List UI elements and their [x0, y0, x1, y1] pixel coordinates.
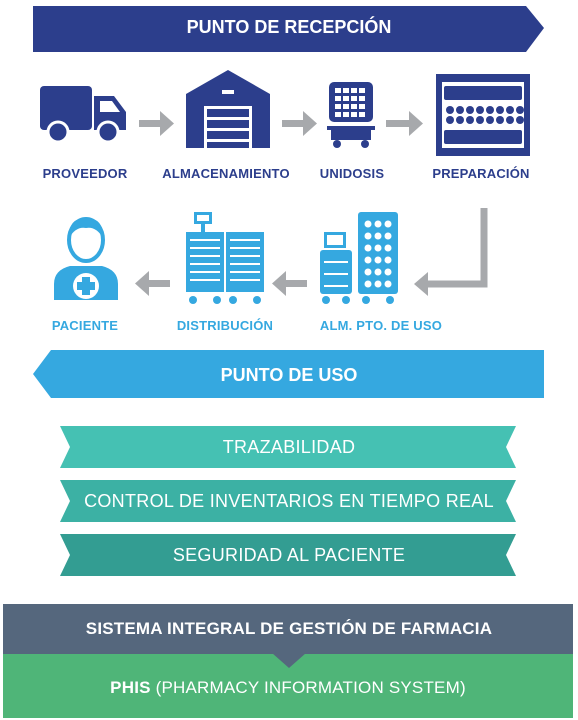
benefit-ribbon-1 — [60, 426, 516, 468]
phis-full-name: (PHARMACY INFORMATION SYSTEM) — [150, 678, 466, 697]
benefit-control-inventarios: CONTROL DE INVENTARIOS EN TIEMPO REAL — [84, 491, 494, 511]
top-banner-shape — [33, 6, 544, 52]
arrow-right-icon — [282, 111, 317, 136]
truck-icon — [40, 86, 126, 144]
phis-bar-notch — [272, 653, 306, 668]
unit-dose-cart-icon — [327, 82, 375, 148]
step-label-distribucion: DISTRIBUCIÓN — [176, 318, 274, 333]
benefit-trazabilidad: TRAZABILIDAD — [222, 437, 356, 457]
top-banner-title: PUNTO DE RECEPCIÓN — [186, 17, 392, 37]
step-label-proveedor: PROVEEDOR — [42, 166, 128, 181]
arrow-left-icon — [272, 271, 307, 296]
system-title: SISTEMA INTEGRAL DE GESTIÓN DE FARMACIA — [85, 619, 493, 638]
step-label-alm-pto-uso: ALM. PTO. DE USO — [319, 318, 443, 333]
arrow-right-icon — [386, 111, 423, 136]
point-of-use-storage-icon — [320, 212, 398, 304]
arrow-right-icon — [139, 111, 174, 136]
mid-banner-title: PUNTO DE USO — [220, 365, 358, 385]
phis-text: PHIS (PHARMACY INFORMATION SYSTEM) — [3, 678, 573, 698]
step-label-unidosis: UNIDOSIS — [319, 166, 385, 181]
row1-arrows — [139, 111, 423, 136]
step-label-preparacion: PREPARACIÓN — [432, 166, 530, 181]
warehouse-icon — [186, 70, 270, 148]
patient-icon — [54, 217, 118, 300]
system-title-bar — [3, 604, 573, 654]
preparation-rack-icon — [436, 74, 530, 156]
phis-acronym: PHIS — [110, 678, 151, 697]
arrow-left-icon — [135, 271, 170, 296]
benefit-seguridad-paciente: SEGURIDAD AL PACIENTE — [172, 545, 406, 565]
step-label-paciente: PACIENTE — [51, 318, 119, 333]
step-label-almacenamiento: ALMACENAMIENTO — [162, 166, 290, 181]
benefit-ribbon-2 — [60, 480, 516, 522]
benefit-ribbon-3 — [60, 534, 516, 576]
distribution-cabinets-icon — [186, 212, 264, 304]
row2-arrows — [135, 271, 307, 296]
elbow-arrow-icon — [414, 208, 488, 296]
mid-banner-shape — [33, 350, 544, 398]
